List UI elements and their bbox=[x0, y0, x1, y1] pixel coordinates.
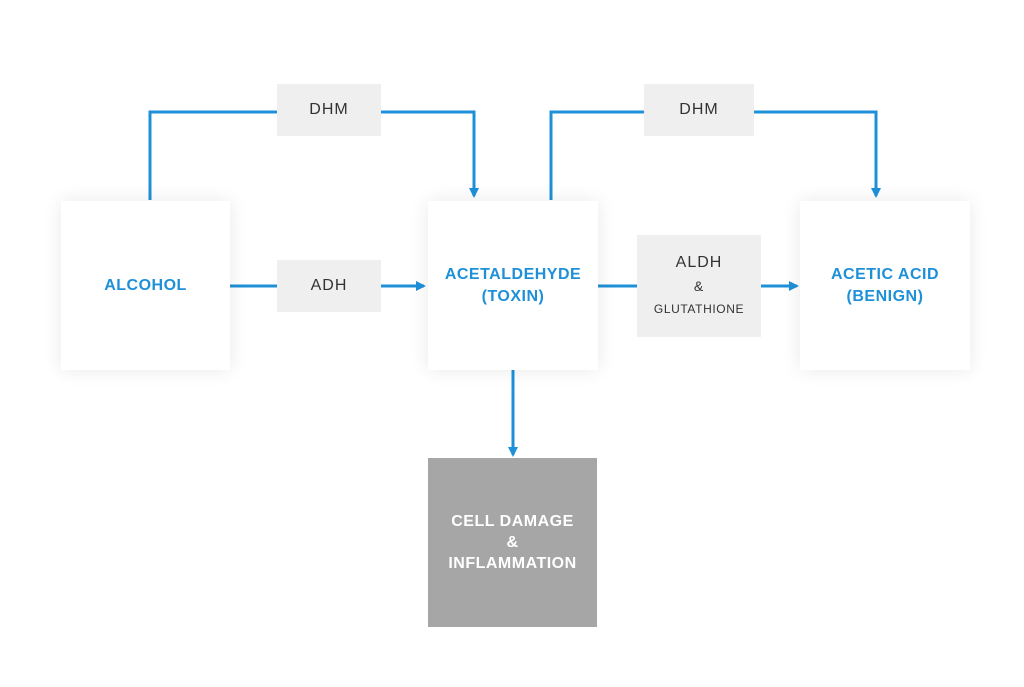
node-acetaldehyde-sublabel: (TOXIN) bbox=[481, 287, 545, 305]
enzyme-adh-label: ADH bbox=[310, 277, 348, 294]
node-cell-damage: CELL DAMAGE & INFLAMMATION bbox=[428, 458, 597, 627]
enzyme-aldh-ampersand: & bbox=[693, 278, 705, 294]
node-acetic-acid-sublabel: (BENIGN) bbox=[846, 287, 924, 305]
enzyme-dhm-right-label: DHM bbox=[679, 101, 719, 118]
enzyme-dhm-left-label: DHM bbox=[309, 101, 349, 118]
node-alcohol-label: ALCOHOL bbox=[104, 276, 187, 294]
enzyme-adh: ADH bbox=[277, 260, 381, 312]
enzyme-aldh-label: ALDH bbox=[675, 254, 723, 271]
enzyme-glutathione-label: GLUTATHIONE bbox=[653, 302, 745, 316]
node-alcohol: ALCOHOL bbox=[61, 201, 230, 370]
node-cell-damage-sublabel: INFLAMMATION bbox=[448, 555, 577, 572]
enzyme-aldh-glutathione: ALDH & GLUTATHIONE bbox=[637, 235, 761, 337]
node-acetic-acid-label: ACETIC ACID bbox=[830, 265, 939, 283]
node-cell-damage-label: CELL DAMAGE bbox=[451, 513, 574, 530]
node-acetaldehyde-label: ACETALDEHYDE bbox=[444, 265, 582, 283]
node-cell-damage-ampersand: & bbox=[506, 534, 519, 551]
enzyme-dhm-right: DHM bbox=[644, 84, 754, 136]
enzyme-dhm-left: DHM bbox=[277, 84, 381, 136]
node-acetic-acid: ACETIC ACID (BENIGN) bbox=[800, 201, 970, 370]
node-acetaldehyde: ACETALDEHYDE (TOXIN) bbox=[428, 201, 598, 370]
